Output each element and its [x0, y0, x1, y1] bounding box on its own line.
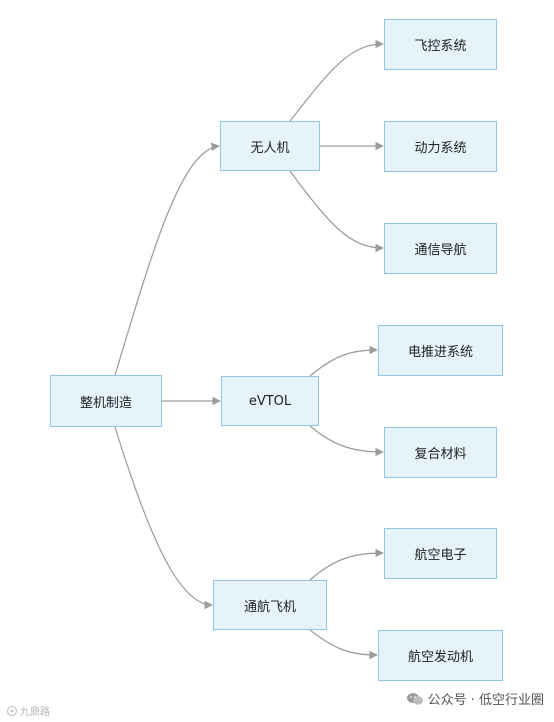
node-comm-nav: 通信导航	[384, 223, 497, 274]
edge-ga-av	[309, 548, 384, 581]
node-label: 电推进系统	[407, 345, 473, 360]
edge-uav-nav	[289, 170, 384, 253]
edge-root-ga	[114, 426, 213, 610]
edge-uav-fc	[289, 39, 384, 122]
node-label: 飞控系统	[414, 39, 467, 54]
edge-evtol-cm	[309, 425, 384, 457]
node-power-system: 动力系统	[384, 121, 497, 172]
node-label: 通航飞机	[243, 599, 296, 615]
node-label: 航空发动机	[407, 650, 473, 665]
node-label: 无人机	[250, 140, 290, 156]
node-whole-aircraft-manufacturing: 整机制造	[50, 375, 162, 427]
node-evtol: eVTOL	[221, 376, 319, 426]
wechat-watermark: 公众号 · 低空行业圈	[406, 689, 544, 708]
node-label: 动力系统	[414, 141, 467, 156]
edge-evtol-ep	[309, 345, 378, 377]
node-electric-propulsion: 电推进系统	[378, 325, 503, 376]
weibo-icon	[6, 705, 18, 716]
watermark-left: 九鼎路	[6, 703, 50, 718]
wechat-account-text: 公众号 · 低空行业圈	[427, 693, 544, 708]
node-label: 通信导航	[414, 243, 467, 258]
edge-ga-ae	[309, 629, 378, 660]
wechat-icon	[406, 692, 423, 705]
node-label: 复合材料	[414, 447, 467, 462]
node-flight-control: 飞控系统	[384, 19, 497, 70]
node-label: 航空电子	[414, 548, 467, 563]
edge-root-uav	[114, 142, 220, 376]
node-label: 整机制造	[79, 395, 132, 411]
node-avionics: 航空电子	[384, 528, 497, 579]
watermark-left-text: 九鼎路	[20, 707, 50, 718]
node-aero-engine: 航空发动机	[378, 630, 503, 681]
node-general-aviation: 通航飞机	[213, 580, 327, 630]
node-composites: 复合材料	[384, 427, 497, 478]
node-label: eVTOL	[248, 393, 292, 409]
node-uav: 无人机	[220, 121, 320, 171]
